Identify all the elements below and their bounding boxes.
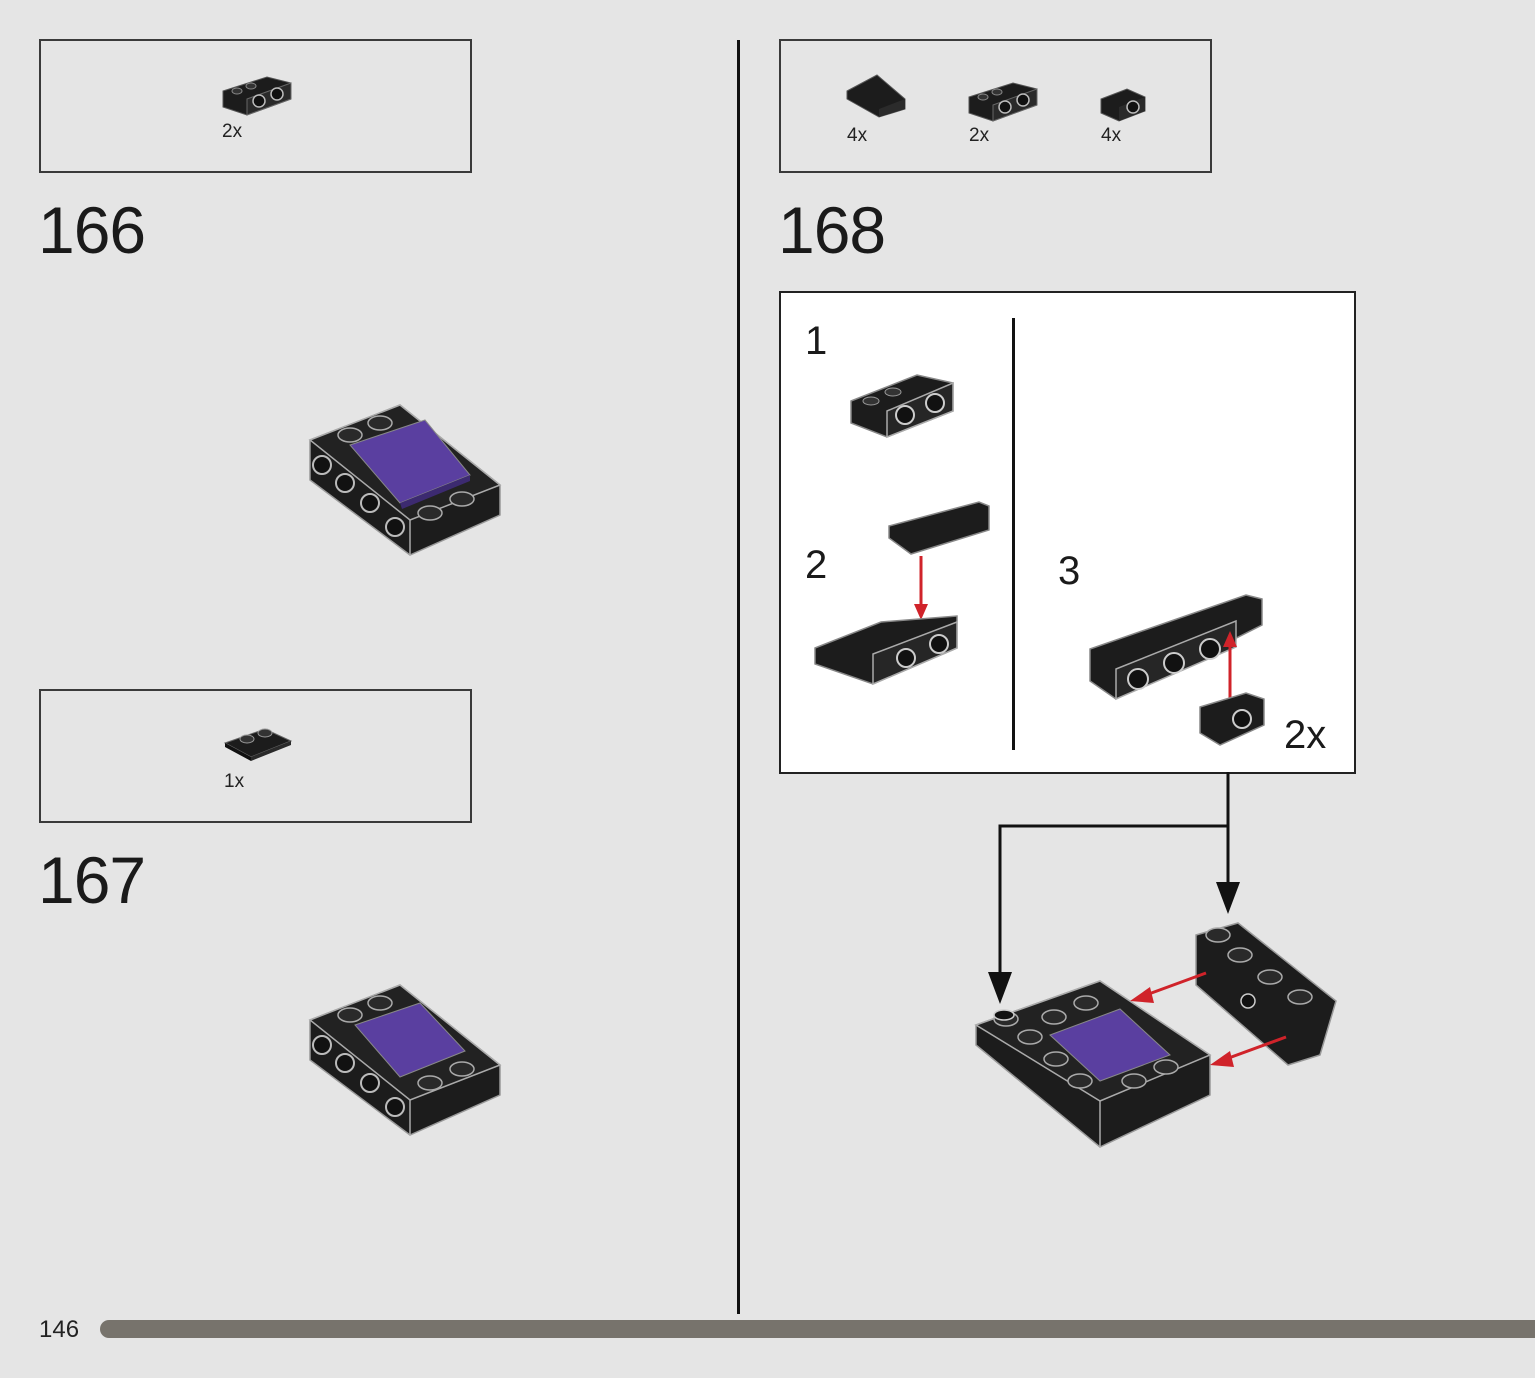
part-qty: 1x <box>224 771 245 792</box>
step-number-166: 166 <box>38 193 146 267</box>
model-step-167 <box>308 984 502 1136</box>
subassembly-callout: 1 2 3 2x <box>779 291 1356 774</box>
parts-list-167: 1x <box>39 689 472 823</box>
substep-2-assembly <box>814 501 990 686</box>
parts-list-168: 4x 2x 4x <box>779 39 1212 173</box>
substep-number-3: 3 <box>1058 549 1081 593</box>
part-qty: 2x <box>969 125 990 146</box>
callout-connector <box>988 772 1240 1004</box>
step-number-167: 167 <box>38 843 146 917</box>
step-number-168: 168 <box>778 193 886 267</box>
substep-number-1: 1 <box>805 319 828 363</box>
bracket-1x2-icon <box>968 82 1038 122</box>
progress-bar <box>100 1320 1535 1338</box>
slope-icon <box>846 74 906 118</box>
part-qty: 2x <box>222 121 243 142</box>
page-divider <box>737 40 740 1314</box>
substep-1-bracket <box>850 374 954 439</box>
model-step-168 <box>974 922 1337 1148</box>
substep-multiplier: 2x <box>1284 713 1327 757</box>
bracket-1x1-icon <box>1100 88 1146 122</box>
part-qty: 4x <box>1101 125 1122 146</box>
substep-3-assembly <box>1089 594 1265 746</box>
part-qty: 4x <box>847 125 868 146</box>
substep-number-2: 2 <box>805 543 828 587</box>
plate-1x2-icon <box>223 728 293 761</box>
parts-list-166: 2x <box>39 39 472 173</box>
page-number: 146 <box>39 1316 80 1343</box>
bracket-1x2-icon <box>222 76 292 116</box>
callout-divider <box>1012 318 1015 750</box>
model-step-166 <box>308 404 502 556</box>
